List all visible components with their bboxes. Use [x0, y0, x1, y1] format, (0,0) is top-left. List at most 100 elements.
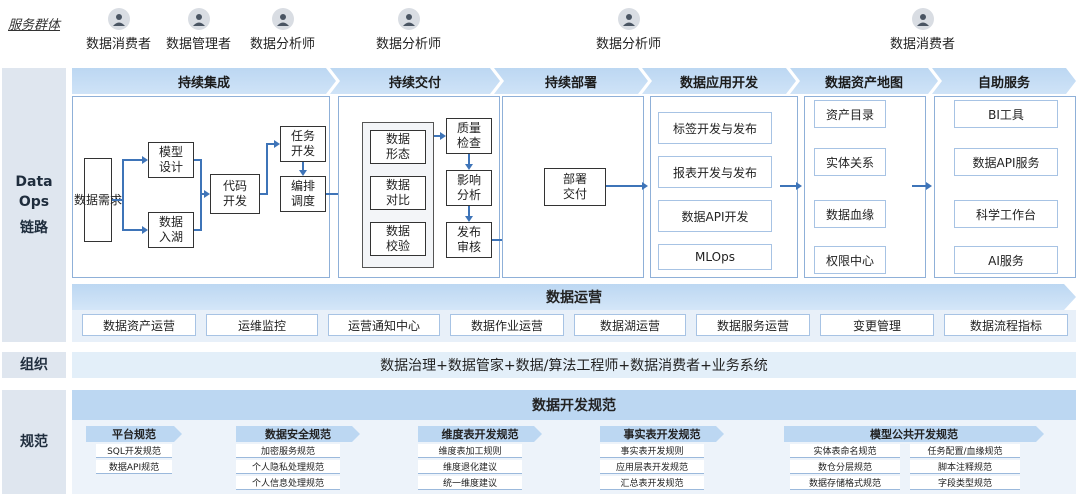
- spec-item: 个人隐私处理规范: [236, 460, 340, 474]
- arrow-right-icon: [204, 190, 210, 198]
- ci-data-requirement: 数据需求: [74, 158, 122, 242]
- org-bar: 数据治理+数据管家+数据/算法工程师+数据消费者+业务系统: [72, 352, 1076, 378]
- ops-item: 数据服务运营: [696, 314, 810, 336]
- spec-item: 数仓分层规范: [790, 460, 900, 474]
- user-icon: [911, 8, 934, 30]
- cd-impact-analysis: 影响 分析: [446, 170, 492, 206]
- cd-quality-check: 质量 检查: [446, 118, 492, 154]
- appdev-item: 报表开发与发布: [658, 156, 772, 188]
- spec-item: 字段类型规范: [910, 476, 1020, 490]
- arrow-right-icon: [642, 182, 648, 190]
- user-label: 数据分析师: [596, 37, 662, 52]
- ops-item: 数据湖运营: [574, 314, 686, 336]
- connector: [266, 143, 268, 195]
- side-dataops-line1: Data: [15, 174, 53, 190]
- spec-col-title: 维度表开发规范: [418, 426, 542, 442]
- connector: [468, 154, 470, 164]
- user-icon: [107, 8, 130, 30]
- connector: [122, 159, 124, 231]
- deploy-delivery: 部署 交付: [544, 168, 606, 206]
- arrow-right-icon: [440, 132, 446, 140]
- ops-row: 数据资产运营 运维监控 运营通知中心 数据作业运营 数据湖运营 数据服务运营 变…: [72, 310, 1076, 342]
- selfservice-item: AI服务: [954, 246, 1058, 274]
- ops-item: 运维监控: [206, 314, 318, 336]
- spec-item: 数据API规范: [96, 460, 172, 474]
- ci-orchestration: 编排 调度: [280, 176, 326, 212]
- spec-item: 汇总表开发规范: [600, 476, 704, 490]
- connector: [200, 159, 202, 231]
- cd-data-verify: 数据 校验: [370, 222, 426, 256]
- side-org-label: 组织: [20, 357, 48, 373]
- side-spec: 规范: [2, 390, 66, 494]
- spec-item: 个人信息处理规范: [236, 476, 340, 490]
- user-icon: [617, 8, 640, 30]
- spec-col-title: 事实表开发规范: [600, 426, 724, 442]
- stage-selfservice: 自助服务: [932, 68, 1076, 94]
- cd-data-form: 数据 形态: [370, 130, 426, 164]
- selfservice-item: 数据API服务: [954, 148, 1058, 176]
- arrow-right-icon: [274, 140, 280, 148]
- assetmap-item: 实体关系: [814, 148, 886, 176]
- user-group-consumer-2: 数据消费者: [890, 8, 955, 52]
- connector: [112, 199, 124, 201]
- user-icon: [271, 8, 294, 30]
- stage-cd: 持续交付: [330, 68, 500, 94]
- side-dataops-line2: Ops: [18, 194, 50, 210]
- stage-ci: 持续集成: [72, 68, 336, 94]
- spec-title: 数据开发规范: [72, 390, 1076, 420]
- appdev-item: 标签开发与发布: [658, 112, 772, 144]
- spec-item: SQL开发规范: [96, 444, 172, 458]
- appdev-item: MLOps: [658, 244, 772, 270]
- arrow-down-icon: [299, 170, 307, 176]
- ops-item: 数据资产运营: [82, 314, 196, 336]
- connector: [606, 185, 642, 187]
- spec-item: 实体表命名规范: [790, 444, 900, 458]
- user-label: 数据管理者: [166, 37, 232, 52]
- ci-task-dev: 任务 开发: [280, 126, 326, 162]
- arrow-right-icon: [926, 182, 932, 190]
- spec-item: 应用层表开发规范: [600, 460, 704, 474]
- connector: [194, 229, 202, 231]
- users-label: 服务群体: [8, 18, 61, 33]
- ops-item: 变更管理: [820, 314, 934, 336]
- connector: [266, 143, 274, 145]
- appdev-item: 数据API开发: [658, 200, 772, 232]
- spec-item: 维度表加工规则: [418, 444, 522, 458]
- connector: [780, 185, 798, 187]
- ci-model-design: 模型 设计: [148, 142, 194, 178]
- connector: [912, 185, 926, 187]
- spec-col-title: 数据安全规范: [236, 426, 360, 442]
- assetmap-item: 权限中心: [814, 246, 886, 274]
- cd-release-review: 发布 审核: [446, 222, 492, 258]
- user-group-analyst-3: 数据分析师: [596, 8, 661, 52]
- user-label: 数据分析师: [250, 37, 316, 52]
- user-group-analyst-1: 数据分析师: [250, 8, 315, 52]
- side-org: 组织: [2, 352, 66, 378]
- side-dataops: Data Ops 链路: [2, 68, 66, 342]
- assetmap-item: 数据血缘: [814, 200, 886, 228]
- connector: [434, 135, 440, 137]
- stage-appdev: 数据应用开发: [642, 68, 796, 94]
- stage-deploy: 持续部署: [494, 68, 648, 94]
- user-group-consumer-1: 数据消费者: [86, 8, 151, 52]
- connector: [122, 159, 142, 161]
- user-label: 数据消费者: [86, 37, 152, 52]
- ci-code-dev: 代码 开发: [210, 174, 260, 214]
- spec-col-title: 平台规范: [86, 426, 182, 442]
- ci-data-ingest: 数据 入湖: [148, 212, 194, 248]
- connector: [468, 206, 470, 216]
- connector: [194, 159, 202, 161]
- arrow-right-icon: [796, 182, 802, 190]
- side-spec-label: 规范: [20, 434, 48, 450]
- spec-item: 脚本注释规范: [910, 460, 1020, 474]
- ops-item: 运营通知中心: [328, 314, 440, 336]
- spec-item: 统一维度建议: [418, 476, 522, 490]
- spec-col-title: 模型公共开发规范: [784, 426, 1044, 442]
- spec-item: 维度退化建议: [418, 460, 522, 474]
- arrow-right-icon: [142, 156, 148, 164]
- ops-title: 数据运营: [72, 284, 1076, 310]
- assetmap-item: 资产目录: [814, 100, 886, 128]
- connector: [302, 162, 304, 170]
- connector: [200, 193, 204, 195]
- stage-bar: 持续集成 持续交付 持续部署 数据应用开发 数据资产地图 自助服务: [72, 68, 1076, 94]
